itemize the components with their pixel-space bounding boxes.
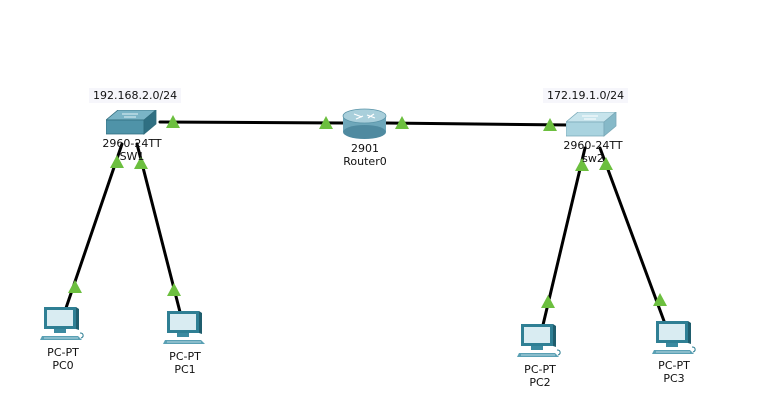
link-up-marker	[68, 280, 82, 293]
device-model-pc2: PC-PT	[524, 363, 556, 376]
device-model-pc3: PC-PT	[658, 359, 690, 372]
pc-pc1-icon[interactable]	[163, 310, 209, 348]
link-up-marker	[395, 116, 409, 129]
pc-pc0-icon[interactable]	[40, 306, 86, 344]
device-name-router0: Router0	[343, 155, 387, 168]
link-up-marker	[110, 155, 124, 168]
link-up-marker	[167, 283, 181, 296]
link-up-marker	[599, 157, 613, 170]
device-name-sw1: SW1	[119, 150, 145, 163]
switch-sw2-icon[interactable]	[566, 112, 618, 138]
device-model-sw1: 2960-24TT	[102, 137, 162, 150]
link-sw1-router0[interactable]	[158, 120, 346, 125]
link-sw1-pc1[interactable]	[135, 142, 182, 314]
device-model-sw2: 2960-24TT	[563, 139, 623, 152]
pc-pc3-icon[interactable]	[652, 320, 698, 358]
link-up-marker	[134, 156, 148, 169]
device-name-pc0: PC0	[52, 359, 74, 372]
pc-pc2-icon[interactable]	[517, 323, 563, 361]
device-model-router0: 2901	[351, 142, 379, 155]
link-router0-sw2[interactable]	[384, 121, 572, 127]
network-label-right: 172.19.1.0/24	[543, 88, 629, 103]
network-label-left: 192.168.2.0/24	[89, 88, 182, 103]
device-name-pc3: PC3	[663, 372, 685, 385]
device-name-sw2: sw2	[582, 152, 604, 165]
link-up-marker	[319, 116, 333, 129]
link-sw2-pc3[interactable]	[598, 146, 666, 323]
link-up-marker	[541, 295, 555, 308]
link-up-marker	[575, 158, 589, 171]
link-up-marker	[543, 118, 557, 131]
device-model-pc0: PC-PT	[47, 346, 79, 359]
device-model-pc1: PC-PT	[169, 350, 201, 363]
link-up-marker	[653, 293, 667, 306]
switch-sw1-icon[interactable]	[106, 110, 158, 136]
link-sw2-pc2[interactable]	[541, 146, 587, 327]
device-name-pc2: PC2	[529, 376, 551, 389]
router-router0-icon[interactable]	[342, 108, 388, 140]
link-up-marker	[166, 115, 180, 128]
device-name-pc1: PC1	[174, 363, 196, 376]
